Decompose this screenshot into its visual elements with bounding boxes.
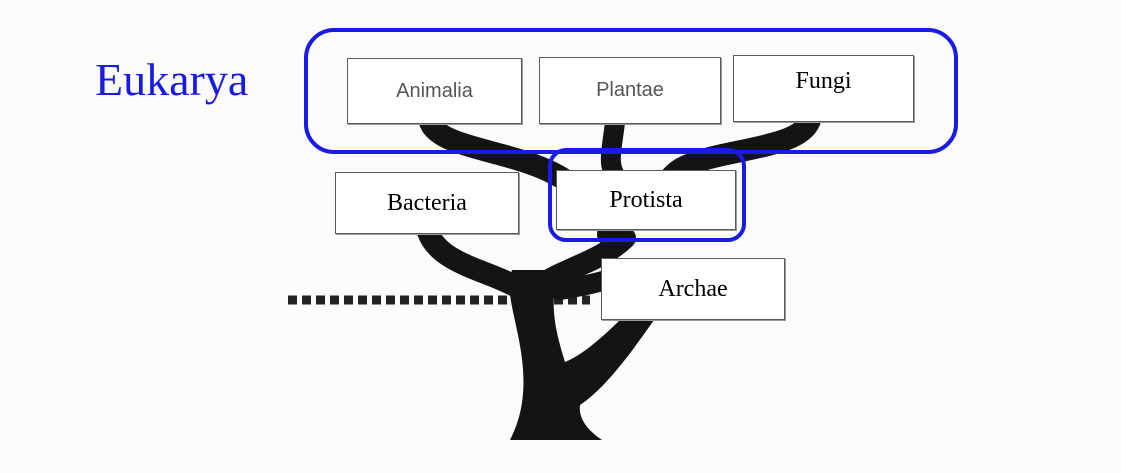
archae-label: Archae: [658, 276, 727, 303]
eukarya-outline: [304, 28, 958, 154]
bacteria-label: Bacteria: [387, 190, 467, 217]
branch-bacteria: [428, 232, 522, 290]
bacteria-box: Bacteria: [335, 172, 519, 234]
archae-box: Archae: [601, 258, 785, 320]
protista-outline: [548, 148, 746, 242]
eukarya-label: Eukarya: [95, 57, 248, 103]
